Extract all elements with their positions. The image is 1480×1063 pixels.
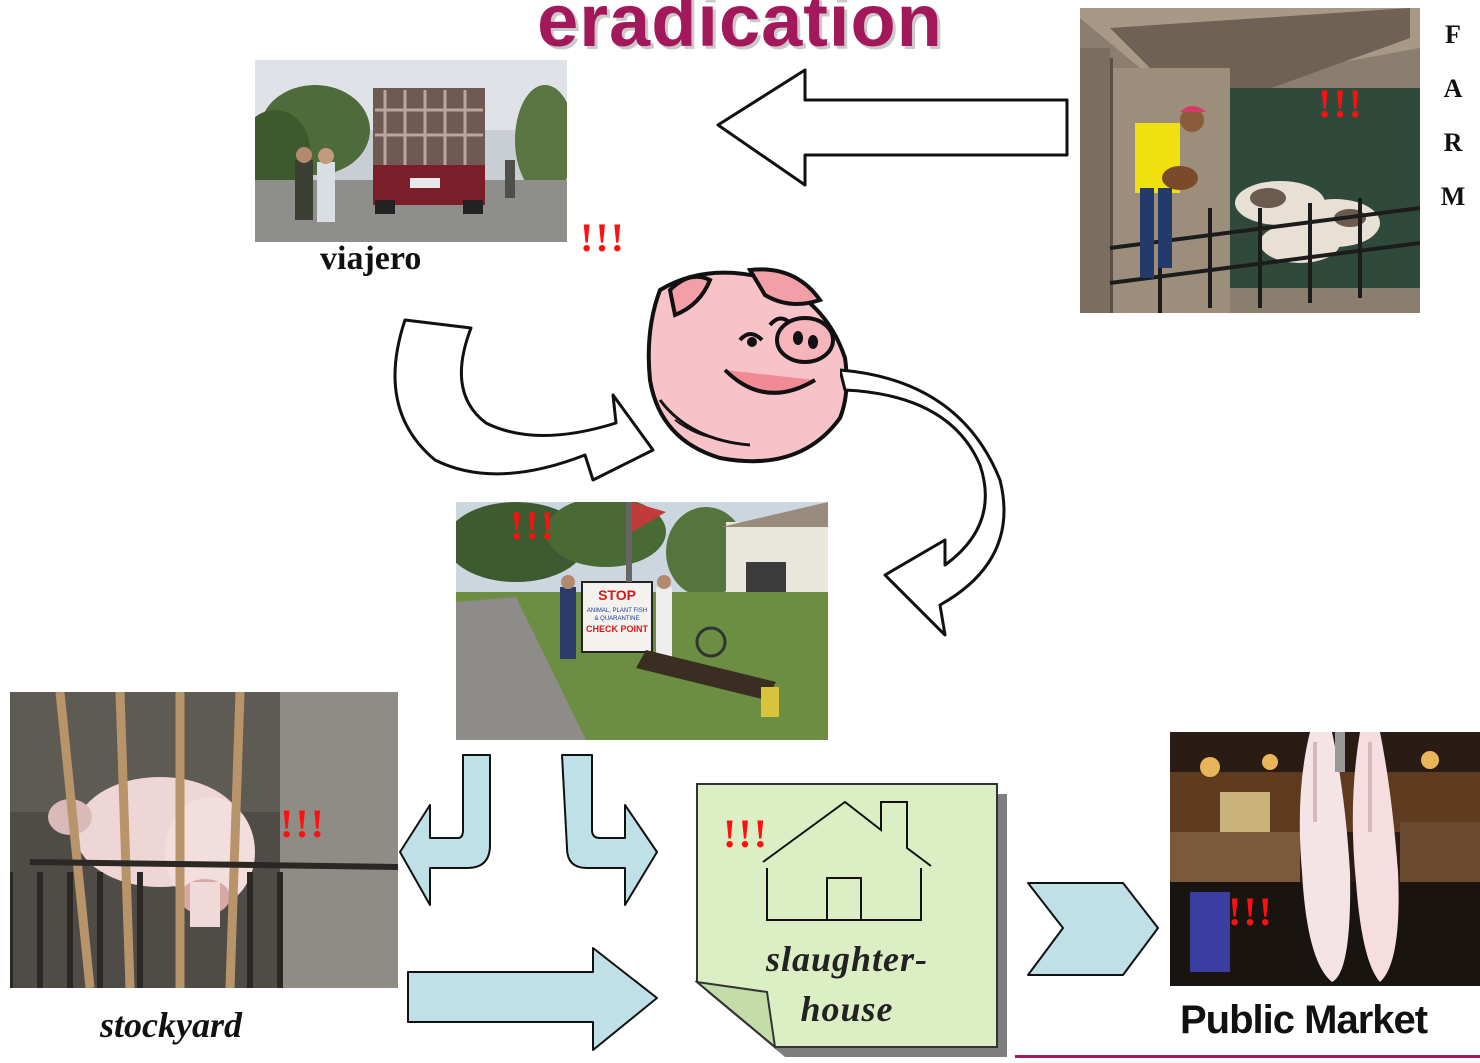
farm-alert: !!!: [1318, 81, 1364, 126]
house-icon: [762, 800, 932, 921]
slaughterhouse-to-market-arrow: [1027, 882, 1159, 976]
market-underline: [1015, 1055, 1480, 1058]
checkpoint-sign-stop: STOP: [598, 587, 636, 603]
farm-letter-a: A: [1443, 74, 1463, 103]
farm-letter-f: F: [1445, 20, 1461, 49]
market-alert: !!!: [1228, 889, 1274, 934]
checkpoint-sign-line4: CHECK POINT: [586, 624, 649, 634]
checkpoint-sign-line2: ANIMAL, PLANT FISH: [587, 608, 647, 614]
pig-head-icon: [646, 267, 849, 464]
farm-photo: [1080, 8, 1420, 313]
farm-to-viajero-arrow: [716, 68, 1069, 187]
slaughterhouse-line2: house: [800, 989, 894, 1029]
stockyard-alert: !!!: [280, 801, 326, 846]
slaughterhouse-line1: slaughter-: [765, 939, 929, 979]
page-title: eradication: [537, 0, 943, 62]
farm-letter-m: M: [1440, 182, 1466, 211]
checkpoint-to-stockyard-arrow: [399, 754, 491, 906]
viajero-caption: viajero: [320, 240, 422, 277]
viajero-to-pig-arrow: [393, 318, 655, 482]
viajero-alert: !!!: [580, 215, 626, 260]
stockyard-caption: stockyard: [100, 1005, 242, 1045]
checkpoint-to-slaughterhouse-arrow: [561, 754, 658, 906]
checkpoint-alert: !!!: [510, 503, 556, 548]
viajero-photo: [255, 60, 567, 242]
stockyard-to-slaughterhouse-arrow: [407, 947, 658, 1051]
market-photo: [1170, 732, 1480, 986]
farm-letter-r: R: [1443, 128, 1463, 157]
checkpoint-photo: STOP ANIMAL, PLANT FISH & QUARANTINE CHE…: [456, 502, 828, 740]
stockyard-photo: [10, 692, 398, 988]
pig-to-checkpoint-arrow: [840, 368, 1006, 637]
slaughterhouse-note: !!! slaughter- house: [695, 782, 1007, 1057]
slaughterhouse-alert: !!!: [723, 811, 769, 856]
checkpoint-sign-line3: & QUARANTINE: [594, 616, 639, 622]
market-caption: Public Market: [1180, 998, 1428, 1042]
